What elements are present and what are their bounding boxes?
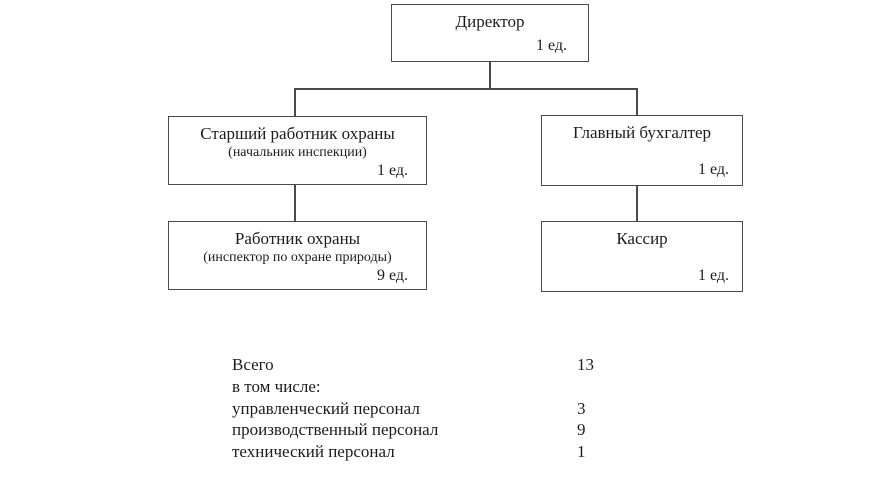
node-title: Директор <box>455 12 525 31</box>
summary-value: 9 <box>577 420 586 440</box>
staffing-summary: Всего 13 в том числе: управленческий пер… <box>232 354 612 463</box>
node-headcount: 1 ед. <box>697 161 729 178</box>
summary-row-management: управленческий персонал 3 <box>232 398 612 420</box>
connector-horizontal-bar <box>294 88 638 90</box>
summary-label: Всего <box>232 355 274 374</box>
summary-label: управленческий персонал <box>232 398 420 418</box>
summary-row-total: Всего 13 <box>232 354 612 376</box>
connector-senior-guard-to-guard <box>294 185 296 222</box>
connector-left-branch <box>294 88 296 117</box>
connector-right-branch <box>636 88 638 116</box>
node-title: Главный бухгалтер <box>572 123 712 142</box>
org-node-cashier: Кассир 1 ед. <box>541 221 743 292</box>
node-headcount: 1 ед. <box>376 162 408 179</box>
node-subtitle: (инспектор по охране природы) <box>203 250 392 265</box>
connector-chief-accountant-to-cashier <box>636 186 638 222</box>
org-node-chief-accountant: Главный бухгалтер 1 ед. <box>541 115 743 186</box>
summary-row-including: в том числе: <box>232 376 612 398</box>
org-node-senior-guard: Старший работник охраны (начальник инспе… <box>168 116 427 185</box>
node-title: Кассир <box>616 229 668 248</box>
summary-row-production: производственный персонал 9 <box>232 419 612 441</box>
node-headcount: 1 ед. <box>535 37 567 54</box>
node-headcount: 9 ед. <box>376 267 408 284</box>
node-subtitle: (начальник инспекции) <box>228 145 367 160</box>
summary-label: производственный персонал <box>232 420 439 440</box>
summary-row-technical: технический персонал 1 <box>232 441 612 463</box>
summary-value: 1 <box>577 442 586 462</box>
summary-value: 13 <box>577 355 594 374</box>
node-title: Старший работник охраны <box>200 124 395 143</box>
node-title: Работник охраны <box>234 229 361 248</box>
summary-label: технический персонал <box>232 442 395 462</box>
org-node-director: Директор 1 ед. <box>391 4 589 62</box>
connector-director-down <box>489 61 491 89</box>
summary-value: 3 <box>577 398 586 418</box>
org-node-guard: Работник охраны (инспектор по охране при… <box>168 221 427 290</box>
node-headcount: 1 ед. <box>697 267 729 284</box>
summary-label: в том числе: <box>232 376 321 396</box>
